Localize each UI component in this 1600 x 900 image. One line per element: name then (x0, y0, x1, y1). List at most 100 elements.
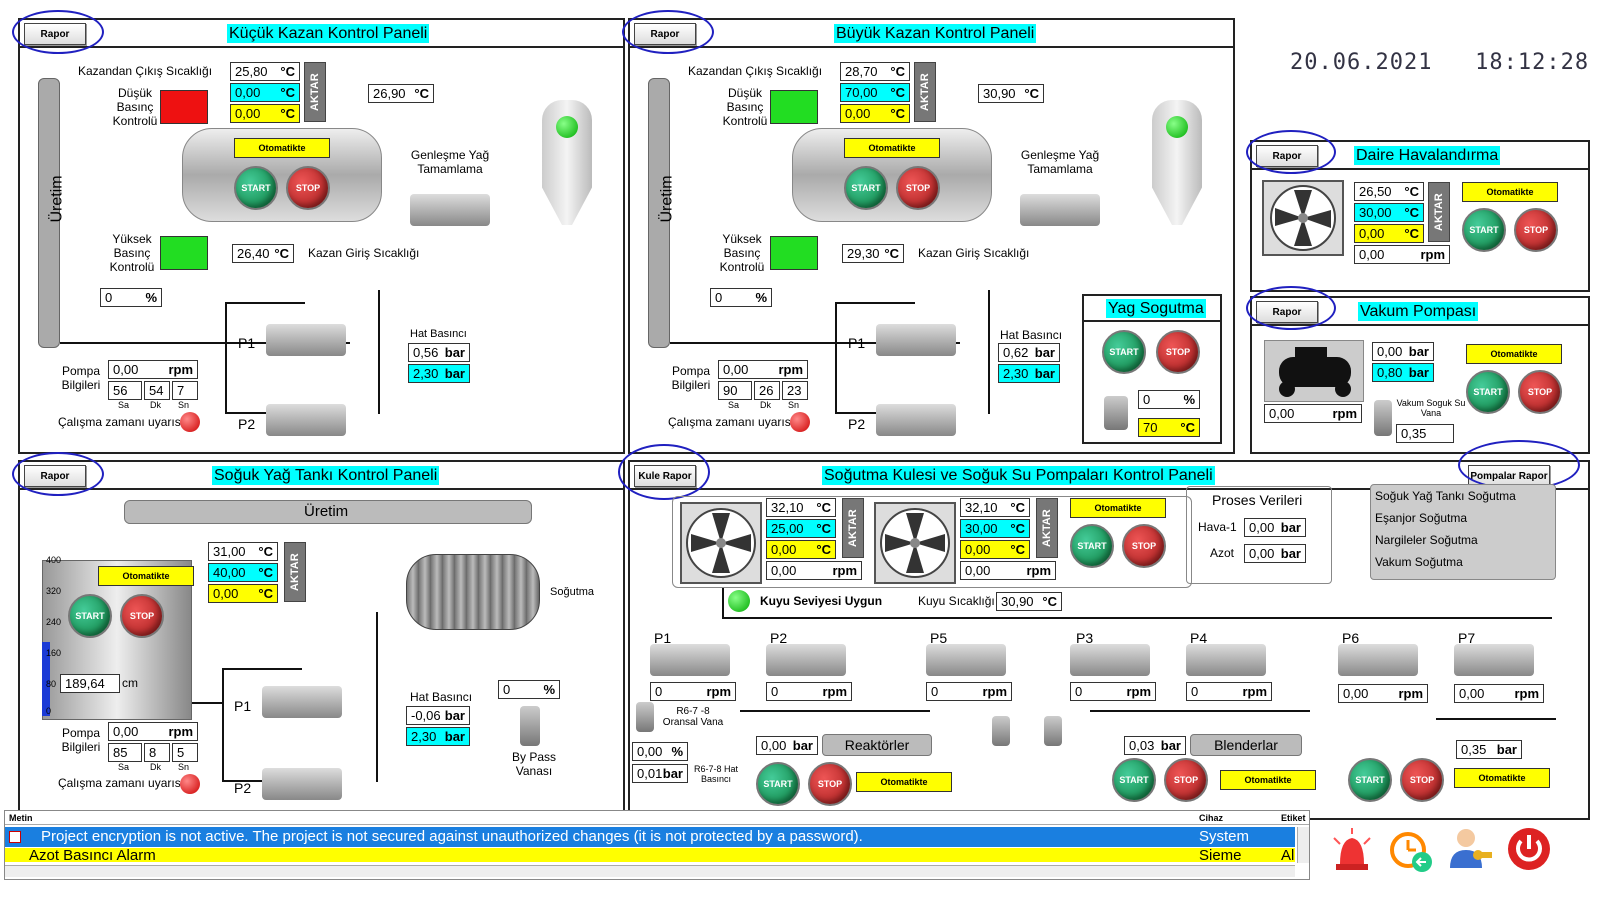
otomatik-status[interactable]: Otomatikte (1220, 770, 1316, 790)
pump-label: P6 (1342, 630, 1360, 646)
otomatik-status[interactable]: Otomatikte (856, 772, 952, 792)
valve-pct: 0% (710, 288, 772, 307)
stop-button[interactable]: STOP (1156, 330, 1200, 374)
pump-label: P2 (770, 630, 788, 646)
scale-160: 160 (46, 648, 62, 658)
stop-button[interactable]: STOP (286, 166, 330, 210)
menu-item[interactable]: Eşanjor Soğutma (1375, 511, 1468, 525)
stop-button[interactable]: STOP (1400, 758, 1444, 802)
start-button[interactable]: START (844, 166, 888, 210)
alarm-siren-icon[interactable] (1330, 828, 1374, 872)
right-temp: 30,90°C (978, 84, 1044, 103)
scale-0: 0 (46, 706, 52, 716)
dusuk-basinc-switch-icon (160, 90, 208, 124)
start-button[interactable]: START (1070, 524, 1114, 568)
vakum-vana-label: Vakum Soguk Su Vana (1396, 398, 1466, 418)
aktar-button[interactable]: AKTAR (284, 542, 306, 602)
silo-level-led (556, 116, 578, 138)
fan2-temp-2: 30,00°C (960, 519, 1030, 538)
calisma-label: Çalışma zamanı uyarısı (58, 415, 185, 429)
power-icon[interactable] (1506, 826, 1552, 872)
stop-button[interactable]: STOP (1164, 758, 1208, 802)
pompa-bilgi-label: Pompa Bilgileri (61, 364, 101, 392)
aktar-button[interactable]: AKTAR (842, 498, 864, 558)
rapor-button[interactable]: Rapor (24, 465, 86, 487)
pompa-sa: 56 (108, 381, 142, 400)
kule-rapor-button[interactable]: Kule Rapor (634, 465, 696, 487)
stop-button[interactable]: STOP (1122, 524, 1166, 568)
rapor-button[interactable]: Rapor (634, 23, 696, 45)
user-login-icon[interactable] (1446, 824, 1494, 872)
aktar-button[interactable]: AKTAR (1428, 182, 1450, 242)
otomatik-status[interactable]: Otomatikte (844, 138, 940, 158)
yuksek-basinc-label: Yüksek Basınç Kontrolü (109, 232, 155, 274)
fan1-temp-1: 32,10°C (766, 498, 836, 517)
otomatik-status[interactable]: Otomatikte (98, 566, 194, 586)
pompa-sn: 5 (172, 743, 198, 762)
stop-button[interactable]: STOP (896, 166, 940, 210)
menu-item[interactable]: Vakum Soğutma (1375, 555, 1463, 569)
start-button[interactable]: START (1348, 758, 1392, 802)
start-button[interactable]: START (234, 166, 278, 210)
col-metin: Metin (9, 813, 33, 823)
aktar-button[interactable]: AKTAR (914, 62, 936, 122)
valve-icon (1374, 400, 1392, 436)
oransal-pct: 0,00% (632, 742, 688, 761)
menu-item[interactable]: Soğuk Yağ Tankı Soğutma (1375, 489, 1516, 503)
aktar-button[interactable]: AKTAR (1036, 498, 1058, 558)
horizontal-scrollbar[interactable] (5, 865, 1295, 877)
alarm-clock-icon[interactable] (1386, 826, 1434, 874)
rapor-button[interactable]: Rapor (1256, 145, 1318, 167)
rapor-button[interactable]: Rapor (1256, 301, 1318, 323)
start-button[interactable]: START (1112, 758, 1156, 802)
otomatik-status[interactable]: Otomatikte (1454, 768, 1550, 788)
menu-item[interactable]: Nargileler Soğutma (1375, 533, 1478, 547)
fan-1-icon (680, 502, 762, 584)
reaktorler-label: Reaktörler (822, 734, 932, 756)
yag-sogutma-temp: 70°C (1138, 418, 1200, 437)
scale-400: 400 (46, 555, 62, 565)
uretim-label: Üretim (48, 175, 66, 223)
scale-240: 240 (46, 617, 62, 627)
soguk-temp-2: 40,00°C (208, 563, 278, 582)
aktar-button[interactable]: AKTAR (304, 62, 326, 122)
start-button[interactable]: START (756, 762, 800, 806)
level-scale (42, 560, 66, 716)
stop-button[interactable]: STOP (120, 594, 164, 638)
start-button[interactable]: START (68, 594, 112, 638)
alarm-etiket: Al (1281, 848, 1295, 862)
p1-label: P1 (234, 698, 252, 714)
stop-button[interactable]: STOP (808, 762, 852, 806)
bypass-valve-icon (520, 706, 540, 746)
kuyu-led (728, 590, 750, 612)
otomatik-status[interactable]: Otomatikte (1462, 182, 1558, 202)
start-button[interactable]: START (1466, 370, 1510, 414)
alarm-text: Azot Basıncı Alarm (29, 848, 156, 862)
panel-title: Küçük Kazan Kontrol Paneli (227, 24, 430, 43)
silo-level-led (1166, 116, 1188, 138)
scrollbar[interactable] (1297, 827, 1309, 863)
pompa-bilgi-label: Pompa Bilgileri (671, 364, 711, 392)
pump-kule-p6 (1338, 644, 1418, 676)
alarm-row[interactable]: Azot Basıncı Alarm Sieme Al (5, 848, 1295, 862)
start-button[interactable]: START (1102, 330, 1146, 374)
fan-2-icon (874, 502, 956, 584)
pump-label: P5 (930, 630, 948, 646)
otomatik-status[interactable]: Otomatikte (234, 138, 330, 158)
otomatik-status[interactable]: Otomatikte (1466, 344, 1562, 364)
rapor-button[interactable]: Rapor (24, 23, 86, 45)
stop-button[interactable]: STOP (1518, 370, 1562, 414)
p2-label: P2 (234, 780, 252, 796)
stop-button[interactable]: STOP (1514, 208, 1558, 252)
alarm-row[interactable]: Project encryption is not active. The pr… (5, 827, 1295, 847)
start-button[interactable]: START (1462, 208, 1506, 252)
otomatik-status[interactable]: Otomatikte (1070, 498, 1166, 518)
